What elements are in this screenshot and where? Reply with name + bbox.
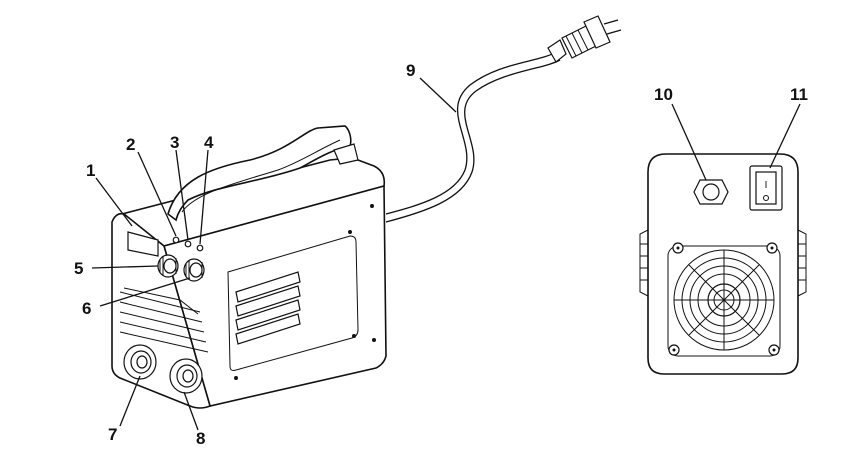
socket-negative: [123, 344, 157, 380]
callout-3: 3: [170, 133, 179, 152]
welder-front-view: [111, 125, 387, 409]
cooling-fan: [667, 242, 781, 357]
callout-2: 2: [126, 135, 135, 154]
leader-lines: [91, 77, 801, 431]
power-plug: [547, 15, 622, 63]
callout-5: 5: [74, 259, 83, 278]
side-louvers: [235, 271, 301, 345]
knob-right: [183, 258, 205, 282]
callout-6: 6: [82, 299, 91, 318]
front-vents: [119, 287, 209, 353]
callout-8: 8: [196, 429, 205, 448]
callout-1: 1: [86, 161, 95, 180]
switch-on-symbol: I: [765, 180, 768, 191]
callout-11: 11: [790, 85, 808, 104]
callout-4: 4: [204, 133, 214, 152]
welder-back-view: I: [639, 153, 807, 375]
cable-gland: [693, 179, 729, 205]
indicator-led-1: [172, 236, 180, 244]
socket-positive: [169, 358, 203, 394]
display-window: [127, 231, 159, 257]
indicator-led-2: [184, 240, 192, 248]
indicator-led-3: [196, 244, 204, 252]
callout-labels: 1 2 3 4 5 6 7 8 9 10 11: [74, 61, 808, 448]
callout-9: 9: [406, 61, 415, 80]
callout-10: 10: [654, 85, 673, 104]
power-cable: [385, 51, 561, 223]
callout-7: 7: [108, 425, 117, 444]
power-switch: I: [749, 165, 783, 211]
knob-left: [157, 254, 179, 278]
